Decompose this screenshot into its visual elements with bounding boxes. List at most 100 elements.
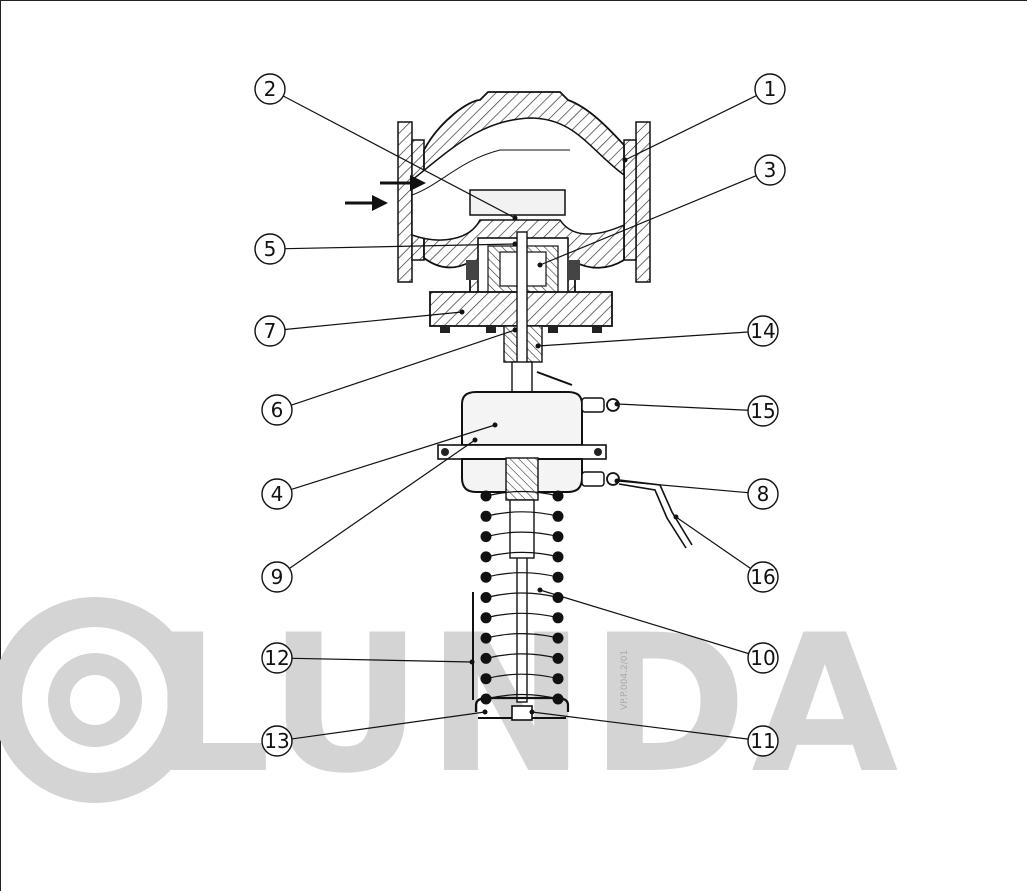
callout-number: 6 <box>271 398 284 422</box>
spring-coil-section <box>480 571 492 583</box>
callout-16: 16 <box>673 514 779 593</box>
spring-coil <box>485 531 559 538</box>
callout-14: 14 <box>535 315 779 349</box>
callout-circle <box>254 233 286 265</box>
callout-11: 11 <box>529 709 779 757</box>
callout-4: 4 <box>261 422 498 510</box>
callout-12: 12 <box>261 642 475 674</box>
spring-coil <box>485 612 559 619</box>
callout-leader-line <box>539 589 749 655</box>
spring-coil-section <box>552 592 564 603</box>
callout-13: 13 <box>261 709 488 757</box>
callout-leader-line <box>291 711 486 740</box>
callout-10: 10 <box>537 587 779 674</box>
callout-circle <box>754 73 786 105</box>
callout-circle <box>747 725 779 757</box>
callout-leader-dot <box>537 587 543 593</box>
callout-leader-line <box>291 657 473 663</box>
callout-number: 8 <box>757 482 770 506</box>
spring-coil-section <box>552 632 564 644</box>
callout-number: 13 <box>264 729 289 753</box>
callout-leader-line <box>675 516 751 569</box>
spring-cup <box>472 592 570 721</box>
callout-leader-line <box>539 175 757 266</box>
callout-number: 4 <box>271 482 284 506</box>
callout-leader-line <box>291 329 516 406</box>
callout-7: 7 <box>254 309 465 347</box>
valve-body <box>397 91 651 301</box>
callout-circle <box>747 642 779 674</box>
callout-number: 9 <box>271 565 284 589</box>
callout-leader-dot <box>492 422 498 428</box>
spring-coil-section <box>552 612 564 624</box>
callout-circle <box>747 315 779 347</box>
actuator-housing <box>437 391 693 549</box>
callout-leader-dot <box>482 709 488 715</box>
spring-coil-section <box>552 571 564 583</box>
spring-coil <box>485 490 559 497</box>
callout-circle <box>754 154 786 186</box>
spring-coil <box>485 653 559 659</box>
spring <box>480 490 564 705</box>
callout-number: 1 <box>764 77 777 101</box>
callout-number: 5 <box>264 237 277 261</box>
callout-number: 3 <box>764 158 777 182</box>
callout-leader-line <box>537 331 749 347</box>
callout-9: 9 <box>261 437 478 593</box>
callout-leader-dot <box>512 241 518 247</box>
spring-coil-section <box>480 490 492 502</box>
spring-coil <box>485 592 559 599</box>
spring-coil <box>485 572 559 578</box>
spring-coil-section <box>480 612 492 624</box>
spring-coil-section <box>552 551 564 563</box>
callout-number: 2 <box>264 77 277 101</box>
callout-leader-dot <box>614 401 620 407</box>
callout-leader-line <box>531 711 749 740</box>
callout-3: 3 <box>537 154 786 268</box>
callout-15: 15 <box>614 395 779 427</box>
callout-leader-dot <box>472 437 478 443</box>
callout-circle <box>261 478 293 510</box>
callout-leader-dot <box>673 514 679 520</box>
callout-circle <box>254 315 286 347</box>
callout-circle <box>261 394 293 426</box>
watermark: LUNDA <box>0 594 898 815</box>
spring-coil <box>485 673 559 680</box>
spring-coil <box>485 551 559 558</box>
spring-coil-section <box>480 551 492 563</box>
spring-coil-section <box>552 490 564 502</box>
callout-leader-line <box>291 424 496 491</box>
callout-circle <box>261 725 293 757</box>
callout-circle <box>254 73 286 105</box>
callout-circle <box>261 642 293 674</box>
spring-coil <box>485 511 559 517</box>
callout-leader-dot <box>459 309 465 315</box>
callout-number: 15 <box>750 399 775 423</box>
callout-number: 7 <box>264 319 277 343</box>
callout-leader-dot <box>535 343 541 349</box>
spring-coil-section <box>480 510 492 522</box>
callout-leader-line <box>616 403 749 411</box>
spring-coil-section <box>480 632 492 644</box>
callout-number: 12 <box>264 646 289 670</box>
callout-circle <box>747 561 779 593</box>
callout-leader-line <box>282 95 516 219</box>
callout-leader-line <box>616 480 749 494</box>
callout-leader-dot <box>512 327 518 333</box>
callout-circle <box>747 395 779 427</box>
callout-8: 8 <box>614 478 779 510</box>
callout-5: 5 <box>254 233 518 265</box>
callout-circle <box>261 561 293 593</box>
callout-leader-line <box>284 243 516 250</box>
callout-leader-line <box>288 439 476 569</box>
callout-leader-line <box>284 311 463 331</box>
callout-leader-dot <box>614 478 620 484</box>
spring-coil-section <box>552 510 564 522</box>
spring-coil-section <box>552 673 564 685</box>
spring-coil-section <box>480 592 492 603</box>
callout-2: 2 <box>254 73 518 221</box>
spring-coil-section <box>552 531 564 543</box>
spring-coil-section <box>480 652 492 664</box>
